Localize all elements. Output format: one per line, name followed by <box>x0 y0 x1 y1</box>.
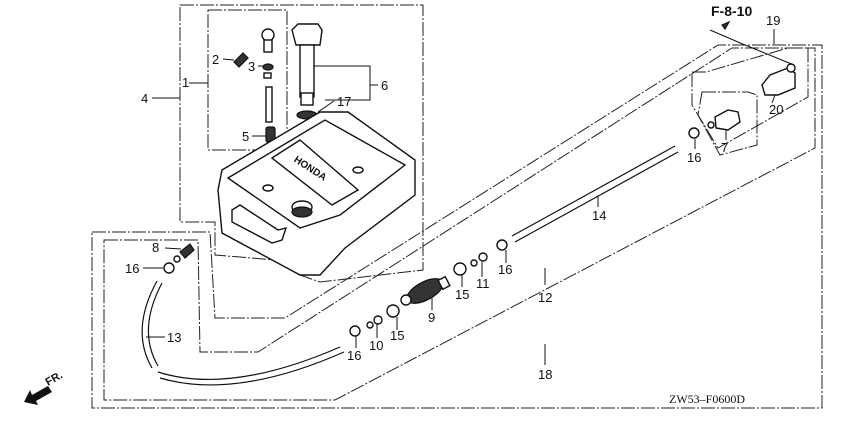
callout-9: 9 <box>428 310 435 325</box>
reference-label: F-8-10 <box>711 3 752 19</box>
callout-1: 1 <box>182 75 189 90</box>
frame-valve-20 <box>691 47 809 149</box>
callout-17: 17 <box>337 94 351 109</box>
callout-18: 18 <box>538 367 552 382</box>
part-20-fuel-valve <box>761 63 796 104</box>
part-10-connector <box>366 315 383 338</box>
part-6-fuel-gauge-unit <box>291 23 378 106</box>
callout-8: 8 <box>152 240 159 255</box>
callout-6: 6 <box>381 78 388 93</box>
reference-arrow-icon <box>721 20 731 31</box>
part-15-clamp-a <box>386 304 400 330</box>
part-16-clamp-c <box>496 239 508 263</box>
part-8-fitting <box>164 243 195 263</box>
part-5-float <box>252 126 276 143</box>
callout-7: 7 <box>721 140 728 155</box>
callout-11: 11 <box>476 276 490 291</box>
fuel-tank: HONDA <box>217 111 416 276</box>
frame-fuel-line-assembly <box>91 44 823 409</box>
frame-connector-7 <box>697 91 758 156</box>
part-16-clamp-d <box>688 127 700 149</box>
part-15-clamp-b <box>453 262 467 287</box>
callout-14: 14 <box>592 208 606 223</box>
part-13-hose <box>141 280 345 386</box>
callout-20: 20 <box>769 102 783 117</box>
front-direction-indicator: FR. <box>24 369 65 405</box>
drawing-code: ZW53–F0600D <box>669 392 745 406</box>
callout-5: 5 <box>242 129 249 144</box>
frame-fuel-line <box>103 47 816 401</box>
callout-13: 13 <box>167 330 181 345</box>
frame-tank-assembly <box>179 4 424 283</box>
front-label: FR. <box>44 369 65 388</box>
callout-10: 10 <box>369 338 383 353</box>
part-7-connector <box>707 109 741 140</box>
callout-15-upper: 15 <box>455 287 469 302</box>
callout-15-lower: 15 <box>390 328 404 343</box>
part-11-connector <box>470 252 488 277</box>
part-3-gauge-top <box>258 28 275 71</box>
reference-leader <box>709 29 795 66</box>
callout-16-valve: 16 <box>687 150 701 165</box>
part-2-screw <box>222 52 249 68</box>
gauge-rod <box>263 72 273 123</box>
part-14-tube <box>511 145 679 243</box>
part-16-clamp-a <box>143 262 175 274</box>
callout-2: 2 <box>212 52 219 67</box>
part-9-primer-bulb <box>400 275 451 310</box>
callout-16-hose-end: 16 <box>125 261 139 276</box>
callout-16-lower: 16 <box>347 348 361 363</box>
callout-16-upper: 16 <box>498 262 512 277</box>
callout-3: 3 <box>248 59 255 74</box>
callout-19: 19 <box>766 13 780 28</box>
frame-gauge-subassembly <box>207 9 288 151</box>
callout-4: 4 <box>141 91 148 106</box>
front-arrow-icon <box>24 386 52 405</box>
callout-12: 12 <box>538 290 552 305</box>
part-16-clamp-b <box>349 325 361 348</box>
